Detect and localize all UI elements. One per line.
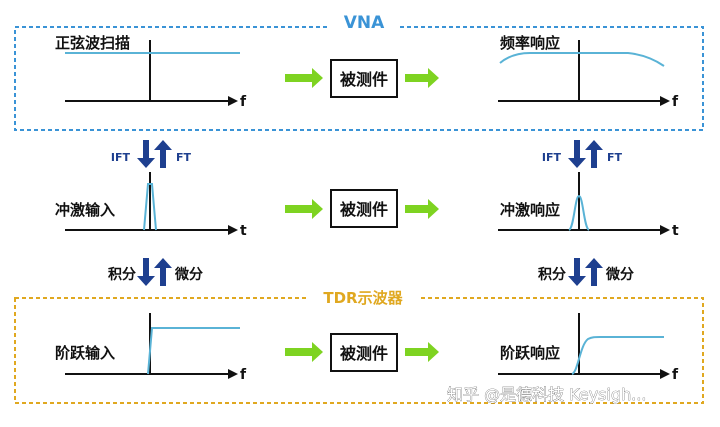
impulse-input-signal bbox=[143, 183, 157, 231]
down-arrow-icon bbox=[137, 140, 155, 168]
flow-arrow-3b bbox=[405, 342, 439, 362]
ift-label-right: IFT bbox=[542, 151, 562, 164]
watermark-text: 知乎 @是德科技 Keysigh... bbox=[447, 385, 647, 404]
down-arrow-icon bbox=[568, 140, 586, 168]
dut-box-2: 被测件 bbox=[330, 189, 398, 228]
up-arrow-icon bbox=[154, 140, 172, 168]
frequency-response-curve bbox=[499, 52, 665, 67]
flow-arrow-2b bbox=[405, 199, 439, 219]
tdr-title: TDR示波器 bbox=[323, 289, 403, 307]
transform-ift-ft-right: IFT FT bbox=[542, 140, 623, 168]
left-plot-3-axis-label: f bbox=[240, 367, 247, 383]
row-sine-sweep: f 正弦波扫描 被测件 f 频率响应 bbox=[55, 34, 679, 110]
impulse-response-curve bbox=[568, 194, 590, 231]
derivative-label-right: 微分 bbox=[605, 266, 634, 283]
row-step: f 阶跃输入 被测件 f 阶跃响应 bbox=[55, 313, 679, 383]
left-plot-2-label: 冲激输入 bbox=[55, 201, 115, 219]
transform-ift-ft-left: IFT FT bbox=[111, 140, 192, 168]
dut-label-2: 被测件 bbox=[340, 200, 388, 219]
transform-integral-derivative-right: 积分 微分 bbox=[538, 258, 634, 286]
dut-label-3: 被测件 bbox=[340, 344, 388, 363]
transform-integral-derivative-left: 积分 微分 bbox=[108, 258, 203, 286]
left-plot-3-label: 阶跃输入 bbox=[55, 344, 115, 362]
vna-title: VNA bbox=[344, 13, 385, 33]
flow-arrow-1b bbox=[405, 68, 439, 88]
ift-label-left: IFT bbox=[111, 151, 131, 164]
derivative-label-left: 微分 bbox=[174, 266, 203, 283]
left-plot-1-label: 正弦波扫描 bbox=[55, 34, 130, 52]
ft-label-right: FT bbox=[607, 151, 623, 164]
right-plot-1-axis-label: f bbox=[672, 94, 679, 110]
right-plot-1-label: 频率响应 bbox=[500, 34, 560, 52]
dut-label-1: 被测件 bbox=[340, 70, 388, 89]
right-plot-3-axis-label: f bbox=[672, 367, 679, 383]
up-arrow-icon bbox=[585, 140, 603, 168]
dut-box-3: 被测件 bbox=[330, 333, 398, 372]
flow-arrow-1a bbox=[285, 68, 323, 88]
left-plot-1-axis-label: f bbox=[240, 94, 247, 110]
up-arrow-icon bbox=[154, 258, 172, 286]
right-plot-2-label: 冲激响应 bbox=[500, 201, 560, 219]
down-arrow-icon bbox=[137, 258, 155, 286]
integral-label-right: 积分 bbox=[538, 266, 566, 283]
flow-arrow-3a bbox=[285, 342, 323, 362]
row-impulse: t 冲激输入 被测件 t 冲激响应 bbox=[55, 172, 679, 239]
up-arrow-icon bbox=[585, 258, 603, 286]
step-response-curve bbox=[571, 336, 664, 375]
flow-arrow-2a bbox=[285, 199, 323, 219]
down-arrow-icon bbox=[568, 258, 586, 286]
watermark: 知乎 @是德科技 Keysigh... bbox=[447, 385, 647, 405]
dut-box-1: 被测件 bbox=[330, 59, 398, 98]
right-plot-2-axis-label: t bbox=[672, 223, 679, 239]
step-input-signal bbox=[147, 327, 240, 375]
right-plot-3-label: 阶跃响应 bbox=[500, 344, 560, 362]
left-plot-2-axis-label: t bbox=[240, 223, 247, 239]
integral-label-left: 积分 bbox=[108, 266, 136, 283]
ft-label-left: FT bbox=[176, 151, 192, 164]
